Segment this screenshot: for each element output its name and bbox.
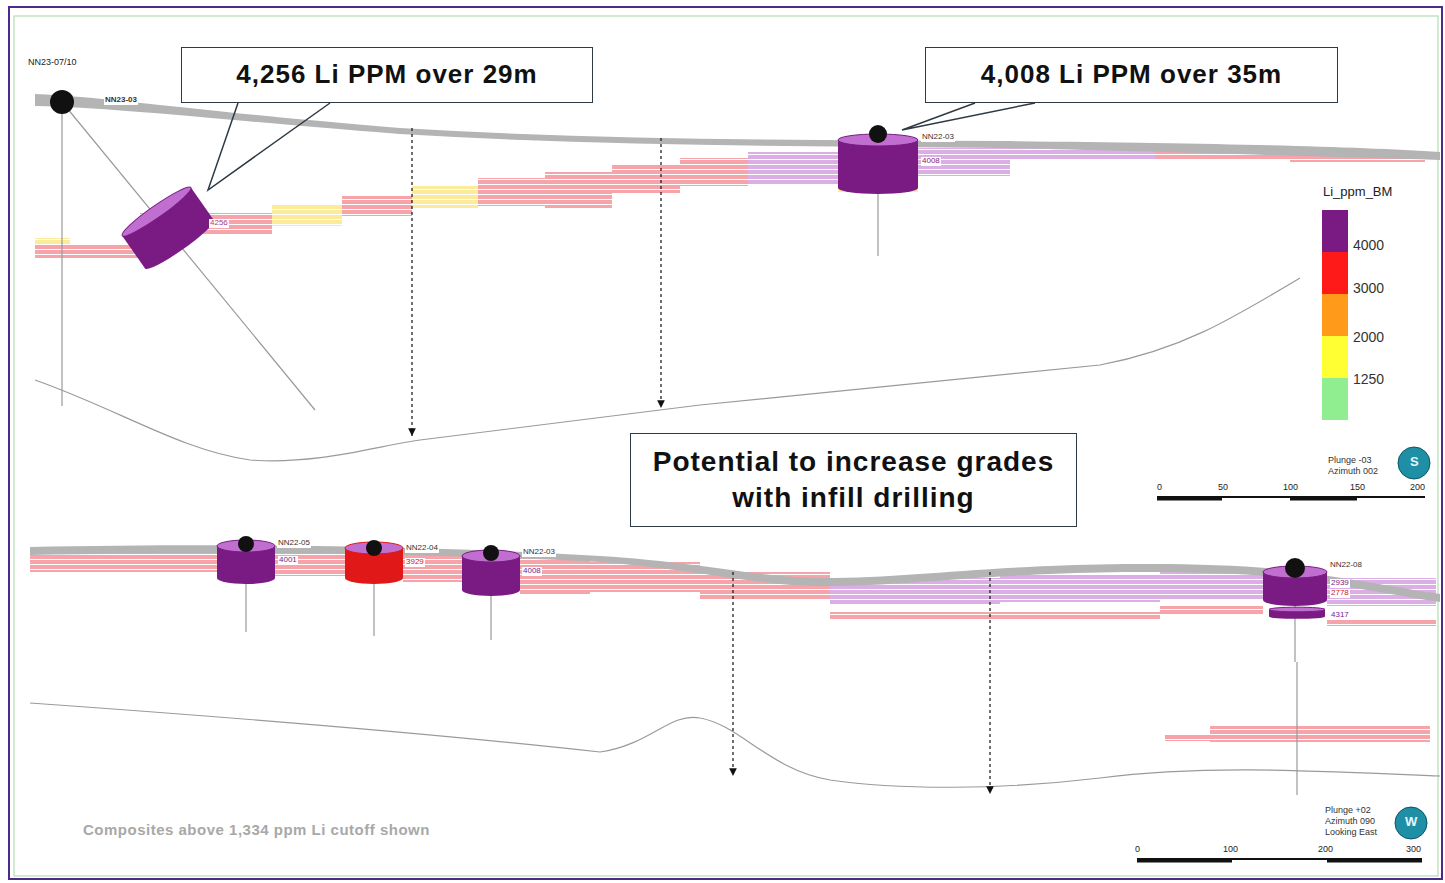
map-label: Looking East [1324, 828, 1378, 838]
outer-frame [9, 7, 1442, 879]
map-label: 50 [1217, 483, 1229, 493]
map-label: 4008 [921, 157, 941, 166]
map-label: NN22-03 [522, 548, 556, 557]
map-label: NN22-05 [277, 539, 311, 548]
intercept-cylinder [1269, 607, 1325, 619]
map-label: 150 [1349, 483, 1366, 493]
map-label: NN23-07/10 [27, 58, 78, 68]
callout-leader [902, 103, 1035, 130]
map-label: NN22-08 [1329, 561, 1363, 570]
composite-bar [545, 172, 612, 208]
legend-text: 3000 [1352, 281, 1385, 296]
legend-swatch [1322, 210, 1348, 252]
map-label: 0 [1156, 483, 1163, 493]
drill-trace [245, 578, 246, 632]
drill-trace [62, 102, 315, 410]
composite-bar [1160, 606, 1263, 614]
map-label: 100 [1282, 483, 1299, 493]
composite-bar [1327, 620, 1436, 626]
legend-title: W [1404, 815, 1418, 829]
map-label: Azimuth 090 [1324, 817, 1376, 827]
map-label: 300 [1405, 845, 1422, 855]
composite-bar [272, 204, 342, 226]
map-label: 4256 [209, 219, 229, 228]
scale-bar [1157, 497, 1425, 499]
drill-trace [1296, 662, 1297, 795]
composite-bar [478, 178, 545, 206]
dashed-arrow [411, 128, 412, 436]
composite-bar [830, 612, 1160, 620]
composite-bar [1210, 726, 1430, 742]
drill-collar [869, 125, 887, 143]
dashed-arrow [732, 572, 733, 776]
callout-text: Potential to increase grades with infill… [643, 444, 1064, 517]
legend-title: S [1409, 455, 1420, 469]
drill-trace [373, 578, 374, 636]
ground-surface [30, 545, 1440, 602]
map-label: 4001 [278, 556, 298, 565]
legend-text: 1250 [1352, 372, 1385, 387]
footnote: Composites above 1,334 ppm Li cutoff sho… [82, 822, 431, 839]
map-label: 2778 [1330, 589, 1350, 598]
map-label: NN22-03 [921, 133, 955, 142]
map-label: 3929 [405, 558, 425, 567]
dashed-arrow [989, 572, 990, 794]
basin-outline [30, 703, 1440, 787]
composite-bar [748, 152, 838, 184]
composite-bar [612, 165, 680, 193]
map-label: Azimuth 002 [1327, 467, 1379, 477]
callout-box: Potential to increase grades with infill… [630, 433, 1077, 527]
ground-surface [35, 94, 1440, 160]
map-label: 4008 [522, 567, 542, 576]
drill-trace [490, 590, 491, 640]
callout-text: 4,256 Li PPM over 29m [236, 58, 537, 92]
map-label: 200 [1409, 483, 1426, 493]
legend-title: Li_ppm_BM [1322, 185, 1393, 199]
composite-bar [1000, 574, 1160, 602]
intercept-cylinder [119, 183, 218, 274]
composite-bar [412, 186, 478, 208]
map-label: 200 [1317, 845, 1334, 855]
composite-bar [680, 158, 748, 186]
legend-swatch [1322, 252, 1348, 294]
scale-bar [1137, 859, 1422, 861]
legend-swatch [1322, 294, 1348, 336]
map-label: 2939 [1330, 579, 1350, 588]
drill-trace [61, 110, 62, 406]
drill-collar [1285, 558, 1305, 578]
map-label: Plunge -03 [1327, 456, 1373, 466]
callout-box: 4,008 Li PPM over 35m [925, 47, 1338, 103]
composite-bar [35, 244, 140, 258]
map-label: NN23-03 [104, 96, 138, 105]
callout-box: 4,256 Li PPM over 29m [181, 47, 593, 103]
composite-bar [918, 148, 1010, 176]
map-label: 0 [1134, 845, 1141, 855]
composite-bar [35, 238, 70, 244]
callout-text: 4,008 Li PPM over 35m [981, 58, 1282, 92]
map-label: NN22-04 [405, 544, 439, 553]
map-label: Plunge +02 [1324, 806, 1372, 816]
composite-bar [342, 196, 412, 216]
legend-text: 4000 [1352, 238, 1385, 253]
legend-color-bar [1322, 378, 1348, 420]
drill-collar [238, 536, 254, 552]
drill-intercepts [50, 90, 1327, 619]
legend-text: 2000 [1352, 330, 1385, 345]
drill-collar [483, 545, 499, 561]
view-compass [1395, 807, 1427, 839]
map-label: 4317 [1330, 611, 1350, 620]
view-compass [1398, 447, 1430, 479]
drill-collar [366, 540, 382, 556]
callout-leader [208, 103, 330, 190]
drill-collar [50, 90, 74, 114]
composite-bar [520, 558, 590, 594]
legend-swatch [1322, 336, 1348, 378]
dashed-arrow [660, 138, 661, 408]
drill-trace [877, 186, 878, 256]
map-label: 100 [1222, 845, 1239, 855]
